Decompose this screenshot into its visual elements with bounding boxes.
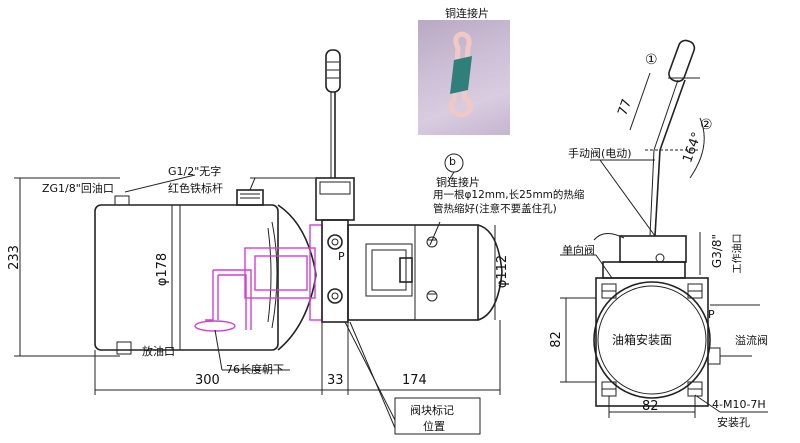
label-check: 单向阀 <box>562 244 595 257</box>
drain-plug <box>116 341 132 355</box>
label-zg18: ZG1/8"回油口 <box>42 182 114 195</box>
dim-300: 300 <box>195 373 220 388</box>
photo-caption: 铜连接片 <box>445 7 489 20</box>
label-2: ② <box>700 117 713 133</box>
copper-loop-icon <box>448 31 473 118</box>
note-line-1: 用一根φ12mm,长25mm的热缩 <box>433 189 585 201</box>
copper-connector-photo <box>418 20 510 135</box>
valve-mark-line-2: 位置 <box>423 420 445 433</box>
label-work-port: 工作油口 <box>732 233 744 274</box>
label-g12: G1/2"无字 <box>168 165 222 178</box>
dim-178: φ178 <box>155 252 171 287</box>
dim-82-vertical: 82 <box>548 331 564 348</box>
motor-terminal <box>365 243 413 297</box>
label-drain: 放油口 <box>142 345 175 358</box>
manual-valve-body <box>315 177 355 221</box>
end-handle <box>668 39 696 83</box>
dim-82-horizontal: 82 <box>642 399 659 414</box>
note-line-2: 管热缩好(注意不要盖住孔) <box>433 203 557 215</box>
label-p: P <box>338 250 345 263</box>
dim-112: φ112 <box>495 254 511 289</box>
label-m10: 4-M10-7H <box>712 398 766 411</box>
dim-33: 33 <box>327 373 344 388</box>
valve-mark-box <box>394 397 481 435</box>
label-p-end: P <box>708 308 715 321</box>
label-copper: 铜连接片 <box>436 176 480 189</box>
motor-body <box>347 224 479 321</box>
label-76: 76长度朝下 <box>226 363 284 376</box>
label-manual: 手动阀(电动) <box>568 147 632 160</box>
dim-174: 174 <box>402 373 427 388</box>
dim-233: 233 <box>6 245 22 270</box>
valve-mark-line-1: 阀块标记 <box>410 404 454 417</box>
tank-mount-face <box>595 277 709 407</box>
label-holes: 安装孔 <box>717 416 750 429</box>
label-mount-face: 油箱安装面 <box>612 333 673 347</box>
label-g38: G3/8" <box>710 233 725 269</box>
return-port <box>114 195 130 206</box>
callout-b: b <box>449 155 456 168</box>
valve-handle <box>325 49 341 93</box>
label-1: ① <box>645 52 658 68</box>
label-relief: 溢流阀 <box>735 334 768 347</box>
end-valve-block <box>619 235 687 263</box>
label-red-tag: 红色铁标杆 <box>168 182 223 195</box>
